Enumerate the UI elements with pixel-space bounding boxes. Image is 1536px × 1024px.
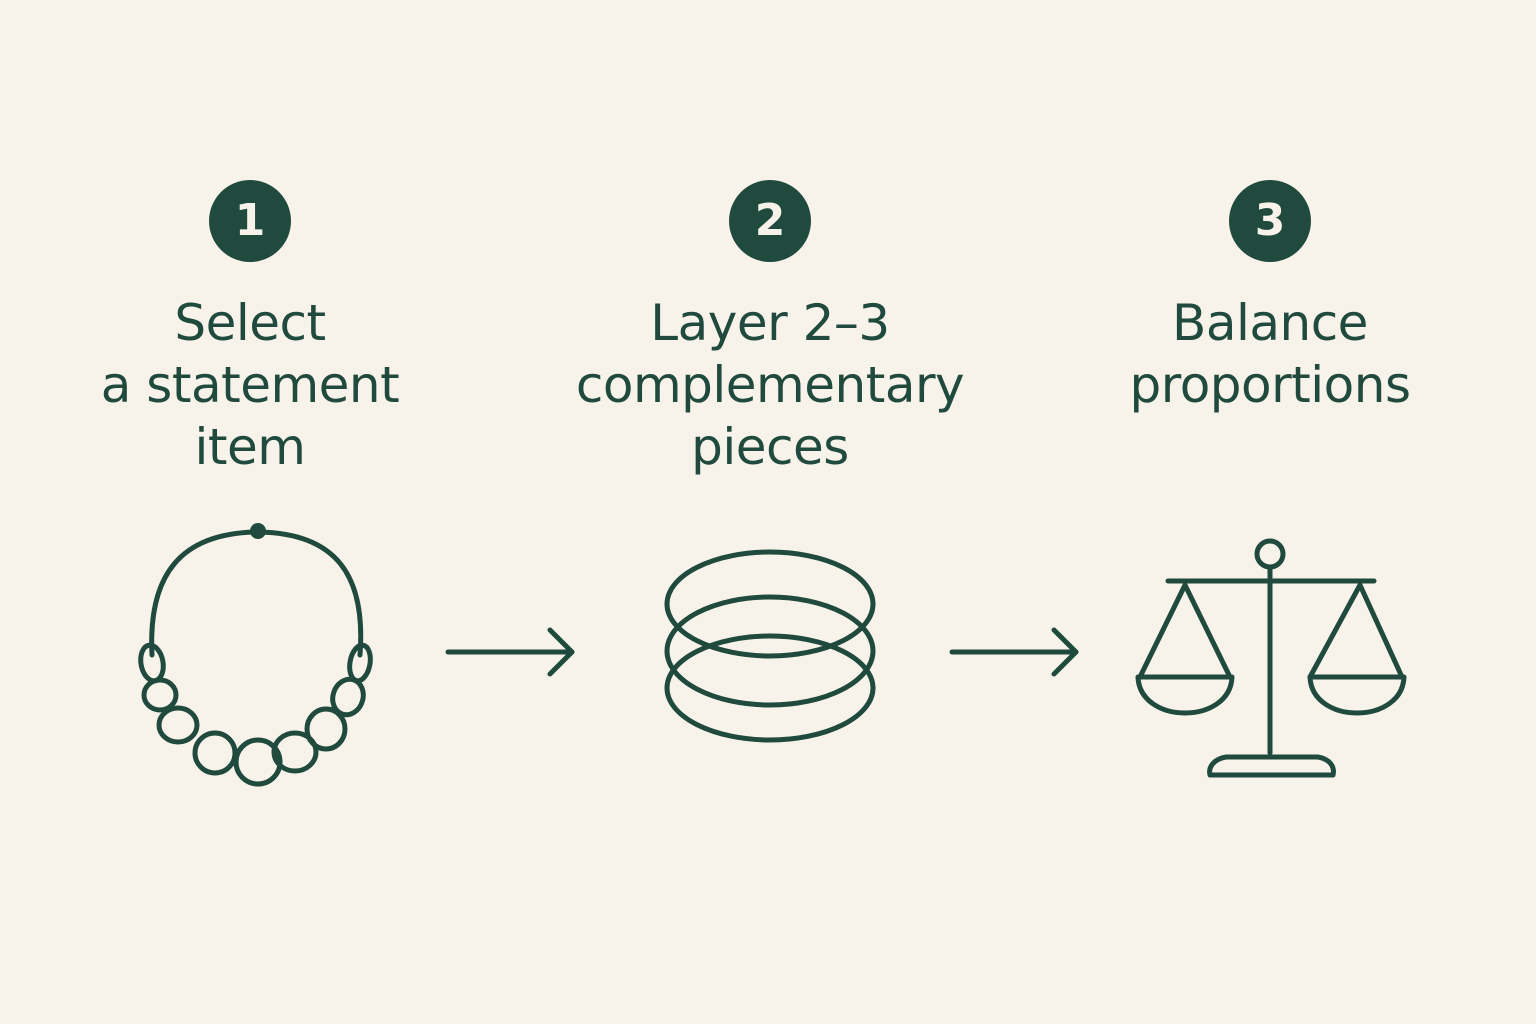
arrow-right-icon [445,627,575,677]
step-title: Balance proportions [1129,292,1412,416]
step-2: 2 Layer 2–3 complementary pieces [560,180,980,478]
step-title: Select a statement item [100,292,400,478]
step-number: 2 [754,195,786,246]
step-title-line: proportions [1129,356,1412,414]
step-number: 3 [1254,195,1286,246]
step-title-line: Balance [1172,294,1368,352]
step-3: 3 Balance proportions [1060,180,1480,416]
step-title-line: Select [174,294,326,352]
step-number-badge: 1 [209,180,291,262]
step-number-badge: 2 [729,180,811,262]
step-number-badge: 3 [1229,180,1311,262]
stacked-bangles-icon [664,549,876,743]
step-title-line: complementary [575,356,965,414]
step-number: 1 [234,195,266,246]
step-title-line: Layer 2–3 [650,294,890,352]
step-title-line: a statement [100,356,400,414]
necklace-icon [138,523,373,787]
step-title: Layer 2–3 complementary pieces [575,292,965,478]
step-1: 1 Select a statement item [40,180,460,478]
arrow-right-icon [949,627,1079,677]
step-title-line: item [194,418,306,476]
balance-scale-icon [1135,538,1407,778]
step-title-line: pieces [691,418,849,476]
